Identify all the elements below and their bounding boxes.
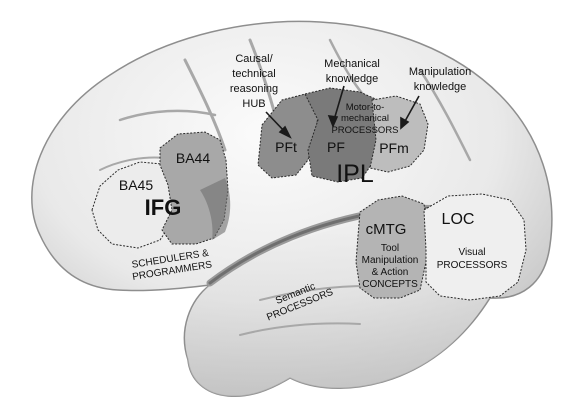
- tool-line-1: Tool: [381, 243, 399, 254]
- tool-line-3: & Action: [372, 267, 409, 278]
- tool-line-4: CONCEPTS: [362, 279, 418, 290]
- causal-line-3: reasoning: [230, 83, 278, 95]
- label-ba45: BA45: [119, 177, 153, 193]
- manipulation-line-2: knowledge: [414, 81, 467, 93]
- annotation-visual: Visual PROCESSORS: [437, 247, 508, 271]
- label-ifg: IFG: [145, 195, 182, 220]
- visual-line-1: Visual: [458, 247, 485, 258]
- motor-line-3: PROCESSORS: [331, 125, 398, 136]
- causal-line-2: technical: [232, 68, 275, 80]
- region-loc: [423, 193, 527, 301]
- label-pft: PFt: [275, 139, 297, 155]
- region-ifg-dark: [200, 178, 231, 240]
- mechanical-line-1: Mechanical: [324, 58, 380, 70]
- region-pfm: [369, 95, 429, 173]
- region-pf: [304, 87, 385, 183]
- annotation-causal: Causal/ technical reasoning HUB: [230, 53, 278, 110]
- annotation-tool: Tool Manipulation & Action CONCEPTS: [362, 243, 419, 290]
- label-loc: LOC: [442, 211, 475, 228]
- label-ba44: BA44: [176, 150, 210, 166]
- manipulation-line-1: Manipulation: [409, 66, 471, 78]
- causal-line-4: HUB: [242, 98, 265, 110]
- motor-line-2: mechanical: [341, 113, 389, 124]
- annotation-arrows: [265, 85, 420, 139]
- label-ipl: IPL: [336, 160, 374, 188]
- region-cmtg: [355, 195, 429, 299]
- annotation-manipulation: Manipulation knowledge: [409, 66, 471, 93]
- tool-line-2: Manipulation: [362, 255, 419, 266]
- causal-line-1: Causal/: [235, 53, 273, 65]
- visual-line-2: PROCESSORS: [437, 260, 508, 271]
- annotation-mechanical: Mechanical knowledge: [324, 58, 380, 85]
- label-pf: PF: [327, 139, 345, 155]
- motor-line-1: Motor-to-: [346, 102, 385, 113]
- mechanical-line-2: knowledge: [326, 73, 379, 85]
- annotation-motor: Motor-to- mechanical PROCESSORS: [331, 102, 398, 136]
- label-cmtg: cMTG: [366, 221, 407, 238]
- label-pfm: PFm: [379, 140, 409, 156]
